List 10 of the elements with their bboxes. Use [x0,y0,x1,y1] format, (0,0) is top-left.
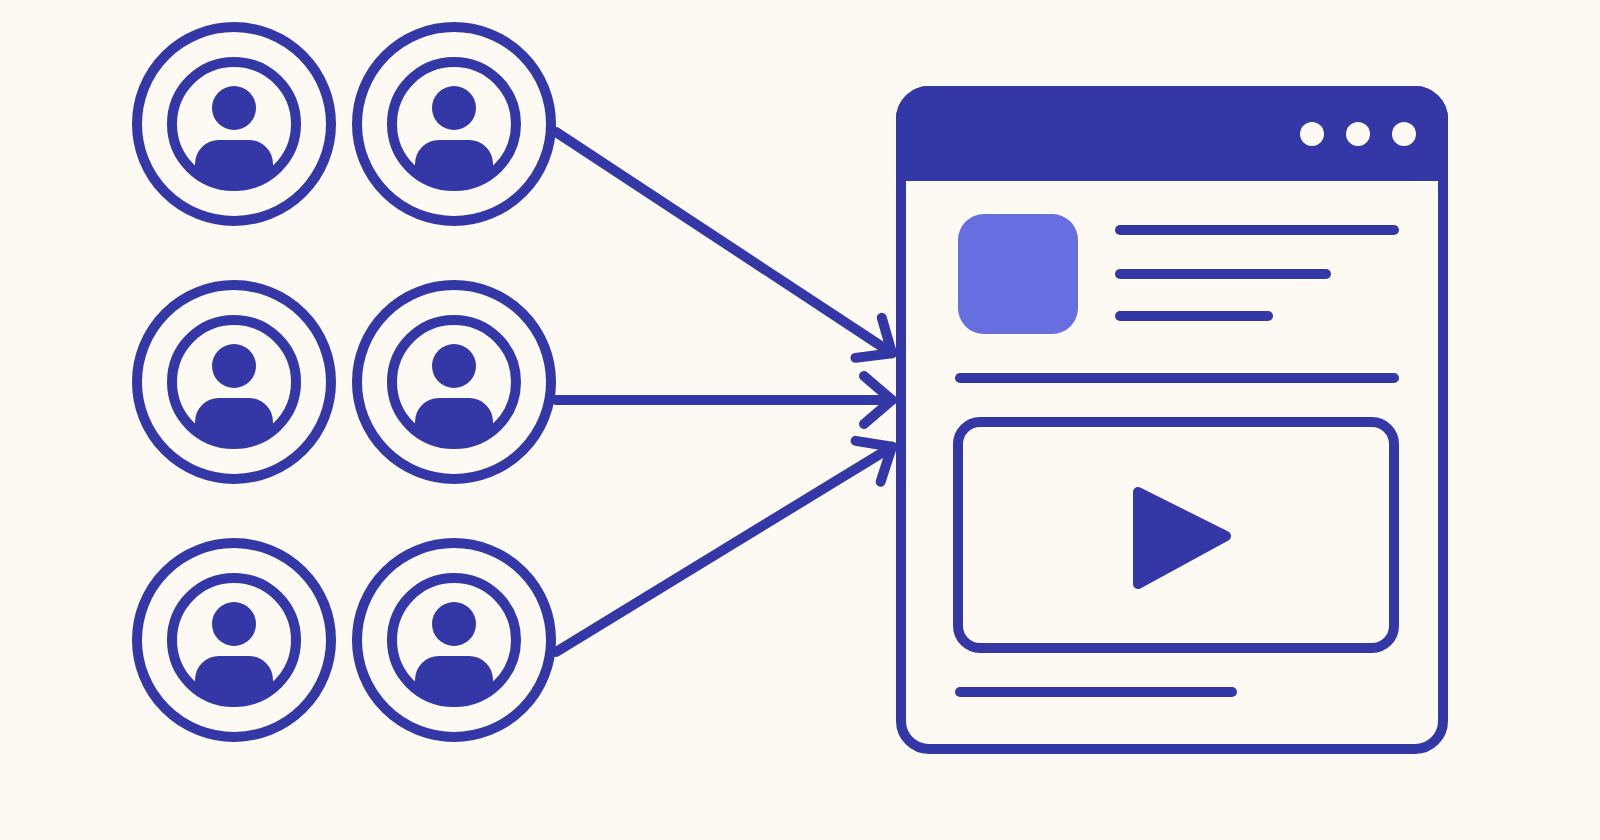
user-icon [132,22,336,226]
user-icon [352,538,556,742]
user-icon [132,538,336,742]
web-page-illustration [896,86,1448,754]
user-icon [132,280,336,484]
user-icon [352,280,556,484]
arrow [551,127,897,363]
arrow [551,435,897,657]
arrow [551,370,897,429]
user-icon [352,22,556,226]
